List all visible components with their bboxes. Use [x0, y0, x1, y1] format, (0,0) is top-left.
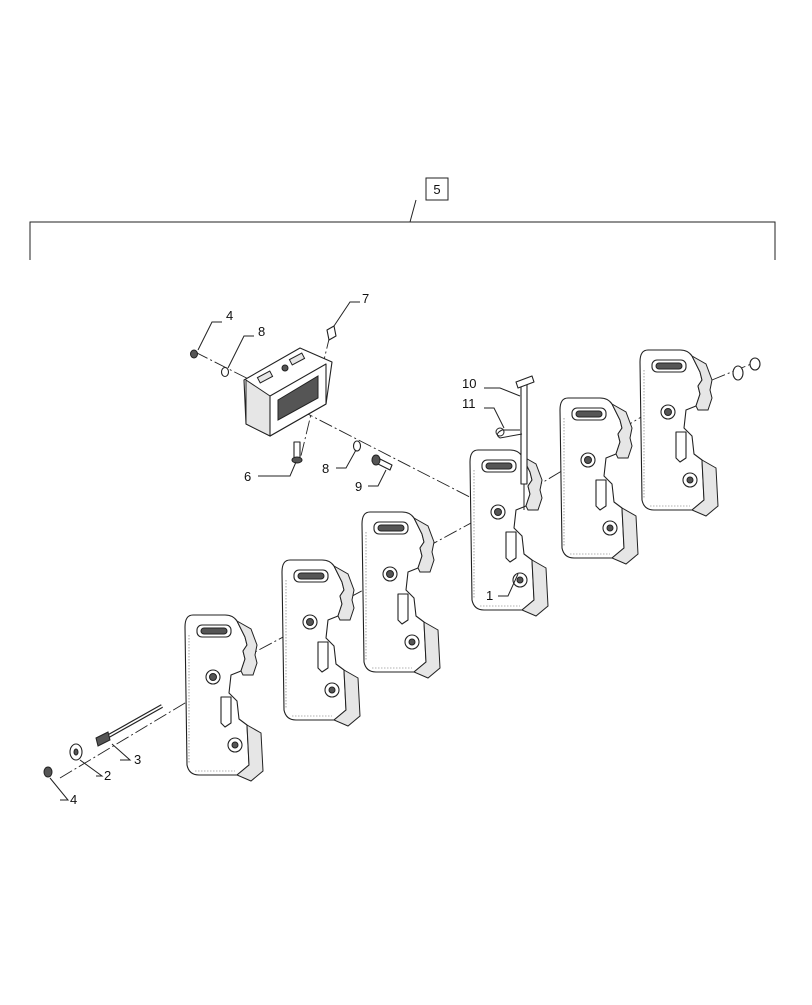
nut [43, 766, 53, 778]
assembly-callout-label: 5 [433, 182, 440, 197]
callout-label: 7 [362, 291, 369, 306]
suitcase-weight [639, 349, 719, 517]
callout-label: 11 [462, 396, 476, 411]
callout-label: 6 [244, 469, 251, 484]
suitcase-weight [184, 614, 264, 782]
callout-label: 3 [134, 752, 141, 767]
nut [749, 357, 761, 371]
callout-label: 4 [226, 308, 233, 323]
suitcase-weight [281, 559, 361, 727]
suitcase-weight [361, 511, 441, 679]
callout-label: 10 [462, 376, 476, 391]
nut [326, 325, 337, 341]
suitcase-weight-front [469, 449, 549, 617]
callout-label: 4 [70, 792, 77, 807]
leader-lines [49, 301, 521, 801]
long-bolt [95, 704, 163, 747]
hair-pin-clip [495, 427, 523, 439]
assembly-callout-box: 5 [425, 177, 449, 201]
lock-washer [352, 440, 362, 452]
mounting-bracket [243, 347, 333, 437]
assembly-bracket [29, 199, 776, 260]
callout-label: 9 [355, 479, 362, 494]
washer-hole [73, 748, 79, 756]
callout-labels: 4 8 7 6 8 9 10 11 1 3 2 4 [70, 291, 493, 807]
lock-pin [515, 375, 535, 510]
callout-label: 8 [258, 324, 265, 339]
washer [732, 365, 744, 381]
callout-label: 8 [322, 461, 329, 476]
callout-label: 2 [104, 768, 111, 783]
bolt [371, 454, 393, 471]
nut [190, 349, 198, 359]
suitcase-weight [559, 397, 639, 565]
lock-washer [220, 366, 230, 378]
callout-label: 1 [486, 588, 493, 603]
bolt [291, 441, 303, 464]
